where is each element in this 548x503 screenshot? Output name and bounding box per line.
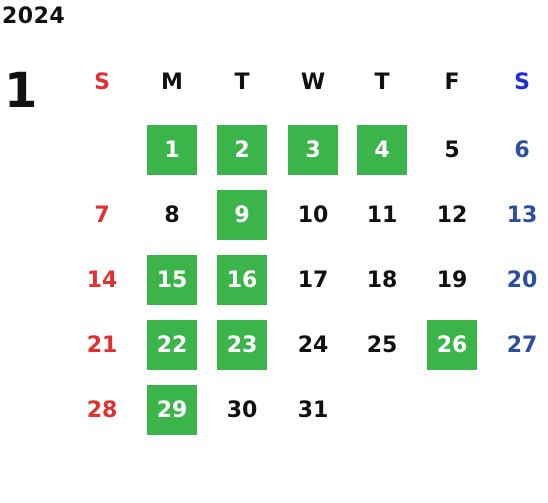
- day-cell-18[interactable]: 18: [366, 267, 398, 293]
- calendar-year: 2024: [2, 4, 66, 29]
- day-cell-15[interactable]: 15: [147, 255, 197, 305]
- day-cell-16[interactable]: 16: [217, 255, 267, 305]
- day-cell-6[interactable]: 6: [514, 137, 530, 163]
- day-cell-1[interactable]: 1: [147, 125, 197, 175]
- day-cell-19[interactable]: 19: [436, 267, 468, 293]
- day-cell-24[interactable]: 24: [297, 332, 329, 358]
- weekday-header-mon: M: [161, 69, 183, 95]
- weekday-header-sat: S: [514, 69, 530, 95]
- day-cell-2[interactable]: 2: [217, 125, 267, 175]
- day-cell-3[interactable]: 3: [288, 125, 338, 175]
- day-cell-20[interactable]: 20: [506, 267, 538, 293]
- day-cell-31[interactable]: 31: [297, 397, 329, 423]
- day-cell-23[interactable]: 23: [217, 320, 267, 370]
- weekday-header-fri: F: [444, 69, 460, 95]
- day-cell-25[interactable]: 25: [366, 332, 398, 358]
- day-cell-10[interactable]: 10: [297, 202, 329, 228]
- day-cell-8[interactable]: 8: [164, 202, 180, 228]
- weekday-header-wed: W: [300, 69, 326, 95]
- calendar-month: 1: [4, 63, 38, 119]
- day-cell-28[interactable]: 28: [86, 397, 118, 423]
- day-cell-12[interactable]: 12: [436, 202, 468, 228]
- day-cell-13[interactable]: 13: [506, 202, 538, 228]
- weekday-header-tue: T: [234, 69, 250, 95]
- day-cell-4[interactable]: 4: [357, 125, 407, 175]
- day-cell-11[interactable]: 11: [366, 202, 398, 228]
- day-cell-21[interactable]: 21: [86, 332, 118, 358]
- day-cell-26[interactable]: 26: [427, 320, 477, 370]
- day-cell-30[interactable]: 30: [226, 397, 258, 423]
- day-cell-27[interactable]: 27: [506, 332, 538, 358]
- day-cell-9[interactable]: 9: [217, 190, 267, 240]
- day-cell-5[interactable]: 5: [444, 137, 460, 163]
- weekday-header-sun: S: [94, 69, 110, 95]
- day-cell-7[interactable]: 7: [94, 202, 110, 228]
- weekday-header-thu: T: [374, 69, 390, 95]
- day-cell-17[interactable]: 17: [297, 267, 329, 293]
- day-cell-14[interactable]: 14: [86, 267, 118, 293]
- day-cell-29[interactable]: 29: [147, 385, 197, 435]
- day-cell-22[interactable]: 22: [147, 320, 197, 370]
